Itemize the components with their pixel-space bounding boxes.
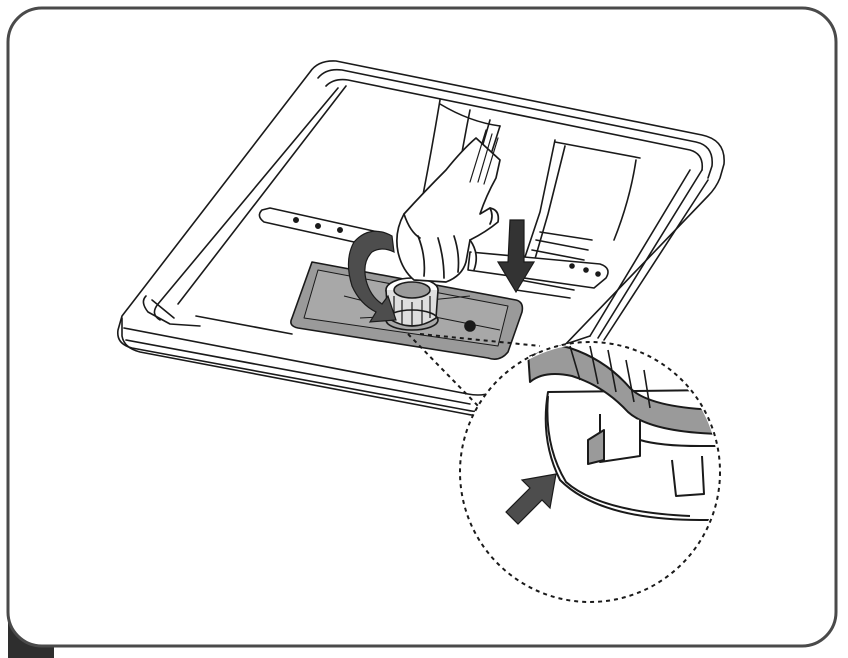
callout-leaders bbox=[407, 333, 541, 411]
filter-cylinder bbox=[385, 277, 439, 331]
down-arrow-icon bbox=[496, 219, 536, 294]
hand bbox=[396, 129, 501, 283]
spray-arm bbox=[258, 207, 609, 289]
pointer-arrow-icon bbox=[505, 473, 557, 525]
rotate-arrow-icon bbox=[347, 230, 397, 323]
magnifier-callout bbox=[459, 341, 721, 603]
